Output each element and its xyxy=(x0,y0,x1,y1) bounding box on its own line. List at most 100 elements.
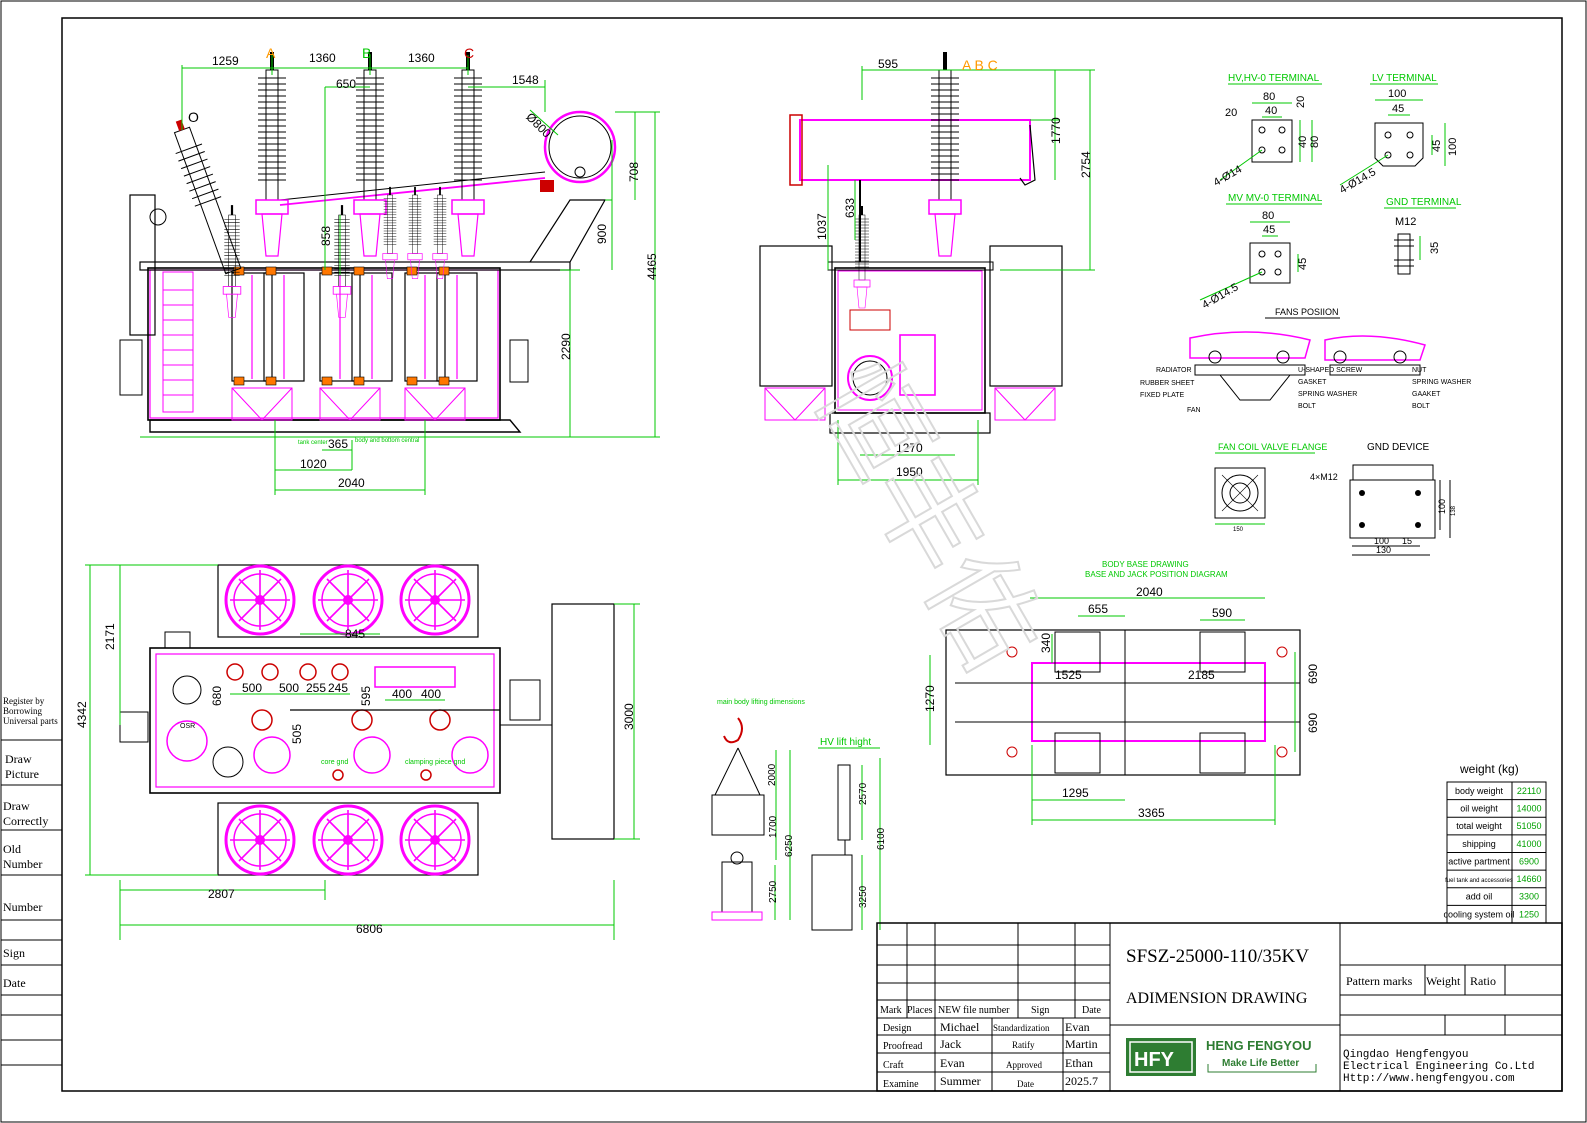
register-text-2: Borrowing xyxy=(3,706,42,716)
gnd-device-dim-100v: 100 xyxy=(1437,499,1447,514)
company-logo xyxy=(1126,1038,1196,1076)
lift-dim-6250: 6250 xyxy=(784,834,795,857)
base-dim-1270: 1270 xyxy=(923,685,937,712)
plan-dim-3000: 3000 xyxy=(622,703,636,730)
dim-365: 365 xyxy=(328,437,348,451)
tb-row-craft-role: Approved xyxy=(1006,1060,1042,1070)
side-dim-1770: 1770 xyxy=(1049,117,1063,144)
gnd-device-title: GND DEVICE xyxy=(1367,442,1430,453)
hv-dim-40b: 40 xyxy=(1297,136,1309,148)
weight-row-label: total weight xyxy=(1456,821,1502,831)
dim-2040: 2040 xyxy=(338,476,365,490)
tb-row-examine-name: Summer xyxy=(940,1074,981,1088)
terminal-details: HV,HV-0 TERMINAL 80 40 20 20 40 80 4-Ø14… xyxy=(1199,73,1462,312)
fans-label-washer2: SPRING WASHER xyxy=(1412,379,1471,386)
fans-label-fixed: FIXED PLATE xyxy=(1140,392,1185,399)
plan-dim-245: 245 xyxy=(328,681,348,695)
lift-dim-1700: 1700 xyxy=(768,815,779,838)
fans-label-radiator: RADIATOR xyxy=(1156,367,1192,374)
front-neutral-o: O xyxy=(188,109,199,125)
note-osr: OSR xyxy=(180,723,195,730)
dim-1360-a: 1360 xyxy=(309,51,336,65)
gnd-bolt: M12 xyxy=(1395,216,1416,228)
fan-coil-valve-flange: FAN COIL VALVE FLANGE 150 xyxy=(1214,442,1327,533)
lift-dim-2000: 2000 xyxy=(767,763,778,786)
mv-holes: 4-Ø14.5 xyxy=(1200,281,1240,311)
margin-sign: Sign xyxy=(3,946,25,960)
weight-title: weight (kg) xyxy=(1459,762,1519,776)
plan-dim-500b: 500 xyxy=(279,681,299,695)
plan-dim-680: 680 xyxy=(210,686,224,706)
dim-1360-b: 1360 xyxy=(408,51,435,65)
fans-label-gasket2: GAAKET xyxy=(1412,391,1441,398)
company-slogan: Make Life Better xyxy=(1222,1058,1299,1069)
mv-dim-80: 80 xyxy=(1262,210,1274,222)
weight-row-label: fuel tank and accessories xyxy=(1445,878,1513,884)
fans-title: FANS POSIION xyxy=(1275,307,1339,317)
plan-dim-500a: 500 xyxy=(242,681,262,695)
mv-dim-45b: 45 xyxy=(1297,258,1309,270)
gnd-device-dim-15: 15 xyxy=(1402,536,1412,546)
base-dim-2185: 2185 xyxy=(1188,668,1215,682)
side-dim-1037: 1037 xyxy=(815,213,829,240)
fans-label-ushaped: U-SHAPED SCREW xyxy=(1298,367,1363,374)
dim-900: 900 xyxy=(595,224,609,244)
weight-row-value: 6900 xyxy=(1519,856,1539,866)
note-clamp-gnd: clamping piece gnd xyxy=(405,759,465,766)
tb-row-proof-role: Ratify xyxy=(1012,1040,1035,1050)
gnd-device-bolt: 4×M12 xyxy=(1310,472,1338,482)
plan-dim-6806: 6806 xyxy=(356,922,383,936)
tb-row-design-label: Design xyxy=(883,1023,911,1034)
dim-1548: 1548 xyxy=(512,73,539,87)
lifting-title: main body lifting dimensions xyxy=(717,699,805,706)
drawing-frame xyxy=(61,17,1563,1092)
dim-708: 708 xyxy=(627,162,641,182)
plan-dim-505: 505 xyxy=(290,724,304,744)
lv-dim-45: 45 xyxy=(1392,103,1404,115)
register-text-3: Universal parts xyxy=(3,716,58,726)
tb-row-design-role: Standardization xyxy=(993,1023,1050,1033)
fans-label-fan: FAN xyxy=(1187,407,1201,414)
company-brand: HENG FENGYOU xyxy=(1206,1038,1311,1053)
weight-row-label: cooling system oil xyxy=(1443,909,1514,919)
company-url: Http://www.hengfengyou.com xyxy=(1343,1073,1515,1085)
plan-dim-2807: 2807 xyxy=(208,887,235,901)
plan-dim-4342: 4342 xyxy=(75,701,89,728)
hv-dim-80b: 80 xyxy=(1309,136,1321,148)
lift-dim-2750: 2750 xyxy=(768,880,779,903)
flange-title: FAN COIL VALVE FLANGE xyxy=(1218,442,1327,452)
hv-dim-40: 40 xyxy=(1265,105,1277,117)
front-phase-a: A xyxy=(266,45,276,61)
dim-1259: 1259 xyxy=(212,54,239,68)
tb-ratio: Ratio xyxy=(1470,974,1496,988)
register-text-1: Register by xyxy=(3,696,45,706)
fans-label-bolt2: BOLT xyxy=(1412,403,1430,410)
tb-row-proof-name: Jack xyxy=(940,1037,961,1051)
margin-draw-picture-2: Picture xyxy=(5,767,39,781)
base-dim-2040: 2040 xyxy=(1136,585,1163,599)
margin-date: Date xyxy=(3,976,26,990)
lv-holes: 4-Ø14.5 xyxy=(1338,166,1378,196)
side-dim-633: 633 xyxy=(843,198,857,218)
note-core-gnd: core gnd xyxy=(321,759,348,766)
dim-800: Ø800 xyxy=(523,110,554,141)
base-dim-1525: 1525 xyxy=(1055,668,1082,682)
lv-dim-45b: 45 xyxy=(1431,140,1443,152)
base-dim-3365: 3365 xyxy=(1138,806,1165,820)
base-title-2: BASE AND JACK POSITION DIAGRAM xyxy=(1085,570,1228,579)
note-tank-center: tank center xyxy=(298,440,328,446)
hv-dim-80: 80 xyxy=(1263,91,1275,103)
dim-4465: 4465 xyxy=(645,253,659,280)
fans-label-gasket: GASKET xyxy=(1298,379,1327,386)
weight-row-value: 14660 xyxy=(1516,874,1541,884)
front-view: A B C O 1259 1360 1360 1548 650 Ø800 708… xyxy=(119,45,660,495)
side-phase-labels: A B C xyxy=(962,57,998,73)
margin-old-number-2: Number xyxy=(3,857,42,871)
plan-dim-255: 255 xyxy=(306,681,326,695)
weight-row-value: 14000 xyxy=(1516,804,1541,814)
fans-position-detail: FANS POSIION RADIATOR RUBBER SHEET FIXED… xyxy=(1140,307,1471,414)
hv-lift-dim-6100: 6100 xyxy=(876,827,887,850)
plan-dim-400a: 400 xyxy=(392,687,412,701)
